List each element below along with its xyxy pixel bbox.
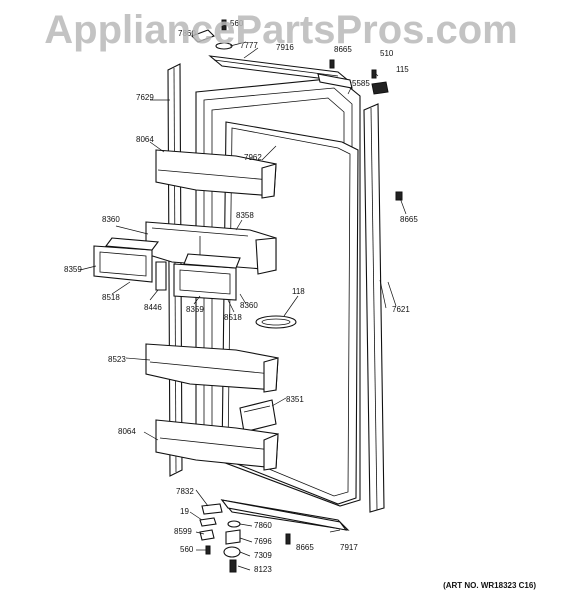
screw-right[interactable] <box>395 191 403 201</box>
callout-5585: 5585 <box>352 79 370 88</box>
callout-7916: 7916 <box>276 43 294 52</box>
callout-8064-upper: 8064 <box>136 135 154 144</box>
callout-118: 118 <box>292 287 305 296</box>
plug-115[interactable] <box>371 81 389 95</box>
leader-lines <box>79 41 407 571</box>
callout-7777: 7777 <box>240 41 258 50</box>
door-shelf-lower[interactable] <box>155 419 279 471</box>
door-shelf-middle[interactable] <box>145 343 279 393</box>
top-hinge-bracket[interactable] <box>317 73 353 89</box>
callout-8446: 8446 <box>144 303 162 312</box>
callout-8358: 8358 <box>236 211 254 220</box>
dairy-door-left[interactable] <box>93 237 160 283</box>
callout-7860-top: 7860 <box>178 29 196 38</box>
small-utility-bin[interactable] <box>239 399 277 433</box>
callout-labels: 560 7860 7777 7916 8665 510 115 7629 558… <box>64 19 418 574</box>
callout-8123: 8123 <box>254 565 272 574</box>
callout-8518-right: 8518 <box>224 313 242 322</box>
dairy-hinge-pin[interactable] <box>155 261 167 291</box>
callout-560-bottom: 560 <box>180 545 194 554</box>
callout-7696: 7696 <box>254 537 272 546</box>
callout-7832: 7832 <box>176 487 194 496</box>
callout-8351: 8351 <box>286 395 304 404</box>
screw-bottom[interactable] <box>285 533 291 545</box>
screw-510[interactable] <box>371 69 377 79</box>
callout-8360-right: 8360 <box>240 301 258 310</box>
egg-tray[interactable] <box>255 315 297 329</box>
dairy-door-right[interactable] <box>173 253 241 301</box>
callout-8518-left: 8518 <box>102 293 120 302</box>
callout-8360-left: 8360 <box>102 215 120 224</box>
callout-8599: 8599 <box>174 527 192 536</box>
callout-560-top: 560 <box>230 19 244 28</box>
callout-8665-top: 8665 <box>334 45 352 54</box>
callout-8359-right: 8359 <box>186 305 204 314</box>
top-hinge-parts[interactable] <box>191 19 233 50</box>
callout-8359-left: 8359 <box>64 265 82 274</box>
bottom-hinge-parts[interactable] <box>199 503 241 573</box>
callout-7962: 7962 <box>244 153 262 162</box>
callout-115: 115 <box>396 65 409 74</box>
bottom-trim-strip[interactable] <box>220 499 348 531</box>
callout-19: 19 <box>180 507 189 516</box>
callout-7917: 7917 <box>340 543 358 552</box>
callout-7860-bottom: 7860 <box>254 521 272 530</box>
right-trim-strip[interactable] <box>363 103 385 513</box>
screw-top[interactable] <box>329 59 335 69</box>
callout-8665-bottom: 8665 <box>296 543 314 552</box>
callout-8064-lower: 8064 <box>118 427 136 436</box>
door-shelf-upper[interactable] <box>155 149 277 199</box>
dairy-compartment[interactable] <box>145 221 277 275</box>
callout-8665-right: 8665 <box>400 215 418 224</box>
callout-510: 510 <box>380 49 394 58</box>
callout-7621: 7621 <box>392 305 410 314</box>
callout-8523: 8523 <box>108 355 126 364</box>
art-number: (ART NO. WR18323 C16) <box>443 581 536 590</box>
callout-7629: 7629 <box>136 93 154 102</box>
callout-7309: 7309 <box>254 551 272 560</box>
